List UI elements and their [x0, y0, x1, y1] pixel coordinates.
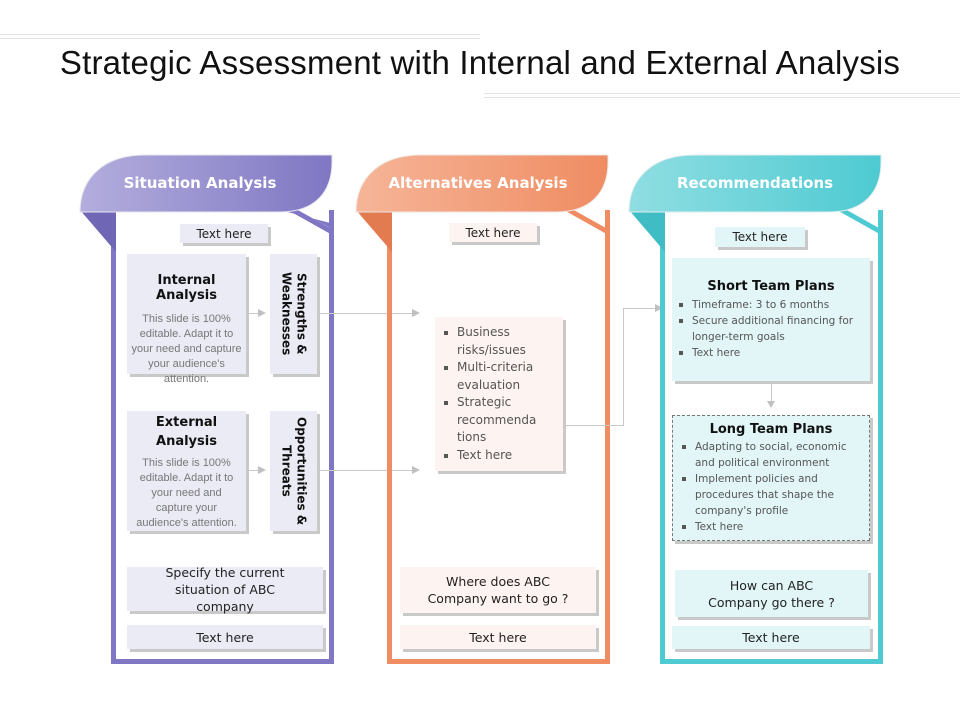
- situation-header: Situation Analysis: [123, 174, 277, 192]
- arrow-icon: [412, 466, 420, 474]
- recommendations-top-label: Text here: [715, 227, 805, 247]
- external-analysis-card: External Analysis This slide is 100% edi…: [127, 411, 246, 531]
- list-item: Text here: [441, 447, 563, 465]
- title-rule-bottom-2: [484, 97, 960, 98]
- short-team-plans-heading: Short Team Plans: [707, 279, 835, 294]
- arrow-icon: [655, 304, 663, 312]
- recommendations-header-shape: [628, 154, 883, 252]
- alternatives-frame: [387, 210, 610, 664]
- long-team-plans-list: Adapting to social, economic and politic…: [679, 439, 863, 535]
- recommendations-bottom-label: Text here: [672, 626, 870, 649]
- alternatives-header-shape: [355, 154, 610, 252]
- situation-frame: [111, 210, 334, 664]
- list-item: Strategic recommenda tions: [441, 394, 563, 447]
- page-title: Strategic Assessment with Internal and E…: [59, 44, 901, 81]
- long-team-plans-card: Long Team Plans Adapting to social, econ…: [672, 415, 870, 541]
- internal-analysis-body: This slide is 100% editable. Adapt it to…: [131, 313, 242, 385]
- situation-bottom-label: Text here: [127, 625, 323, 649]
- title-rule-bottom-1: [484, 93, 960, 94]
- alternatives-bullets-card: Business risks/issues Multi-criteria eva…: [435, 317, 563, 471]
- arrow-icon: [412, 309, 420, 317]
- connector-external: [246, 470, 260, 471]
- list-item: Adapting to social, economic and politic…: [679, 439, 863, 471]
- connector-alternatives-to-recommendations: [563, 425, 623, 426]
- external-analysis-body: This slide is 100% editable. Adapt it to…: [136, 457, 237, 529]
- situation-header-shape: [79, 154, 334, 252]
- list-item: Multi-criteria evaluation: [441, 359, 563, 394]
- title-rule-top-2: [0, 38, 480, 39]
- internal-analysis-heading: Internal Analysis: [156, 273, 217, 303]
- list-item: Text here: [676, 345, 866, 361]
- recommendations-question: How can ABC Company go there ?: [675, 570, 868, 617]
- title-rule-top-1: [0, 34, 480, 35]
- short-team-plans-card: Short Team Plans Timeframe: 3 to 6 month…: [672, 258, 870, 381]
- recommendations-header: Recommendations: [676, 174, 834, 192]
- connector-ot-to-alternatives: [317, 470, 412, 471]
- list-item: Business risks/issues: [441, 324, 563, 359]
- list-item: Implement policies and procedures that s…: [679, 471, 863, 519]
- connector-top: [623, 308, 655, 309]
- list-item: Timeframe: 3 to 6 months: [676, 297, 866, 313]
- arrow-icon: [258, 466, 266, 474]
- arrow-icon: [767, 401, 775, 408]
- internal-analysis-card: Internal Analysis This slide is 100% edi…: [127, 254, 246, 385]
- list-item: Secure additional financing for longer-t…: [676, 313, 866, 345]
- opportunities-threats-card: Opportunities & Threats: [270, 411, 317, 531]
- external-analysis-heading: External Analysis: [155, 415, 218, 449]
- alternatives-bullet-list: Business risks/issues Multi-criteria eva…: [441, 324, 563, 464]
- short-team-plans-list: Timeframe: 3 to 6 months Secure addition…: [676, 297, 866, 361]
- alternatives-top-label: Text here: [449, 223, 537, 242]
- recommendations-frame: [660, 210, 883, 664]
- alternatives-question: Where does ABC Company want to go ?: [400, 567, 596, 613]
- alternatives-header: Alternatives Analysis: [388, 174, 568, 192]
- list-item: Text here: [679, 519, 863, 535]
- strengths-weaknesses-card: Strengths & Weaknesses: [270, 254, 317, 374]
- long-team-plans-heading: Long Team Plans: [709, 422, 833, 437]
- connector-internal: [246, 313, 260, 314]
- situation-question: Specify the current situation of ABC com…: [127, 565, 323, 614]
- situation-top-label: Text here: [180, 224, 268, 243]
- connector-short-to-long: [771, 381, 772, 403]
- connector-vertical: [623, 308, 624, 426]
- arrow-icon: [258, 309, 266, 317]
- connector-sw-to-alternatives: [317, 313, 412, 314]
- alternatives-bottom-label: Text here: [400, 625, 596, 649]
